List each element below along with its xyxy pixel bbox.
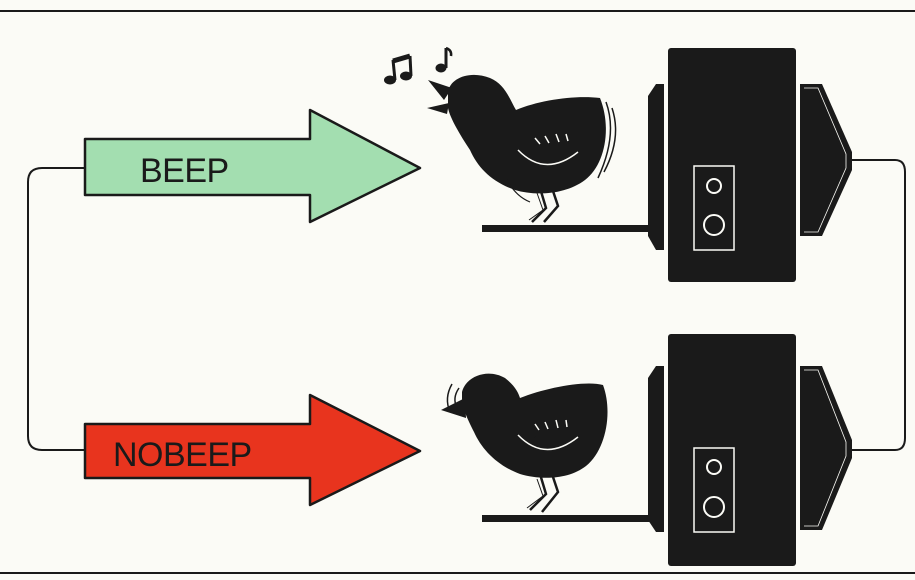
music-notes-icon: [384, 48, 451, 85]
beep-arrow-shape: [85, 110, 420, 222]
left-connector-line: [28, 168, 85, 450]
top-speaker-icon: [648, 48, 852, 282]
right-connector-line: [850, 160, 905, 450]
silent-bird-icon: [441, 374, 608, 512]
nobeep-arrow: NOBEEP: [85, 395, 420, 505]
beep-arrow: BEEP: [85, 110, 420, 222]
bottom-perch: [482, 515, 650, 522]
bottom-speaker-icon: [648, 334, 852, 566]
nobeep-label: NOBEEP: [113, 436, 252, 474]
singing-bird-icon: [427, 75, 616, 222]
beep-label: BEEP: [140, 152, 229, 190]
top-perch: [482, 225, 650, 232]
